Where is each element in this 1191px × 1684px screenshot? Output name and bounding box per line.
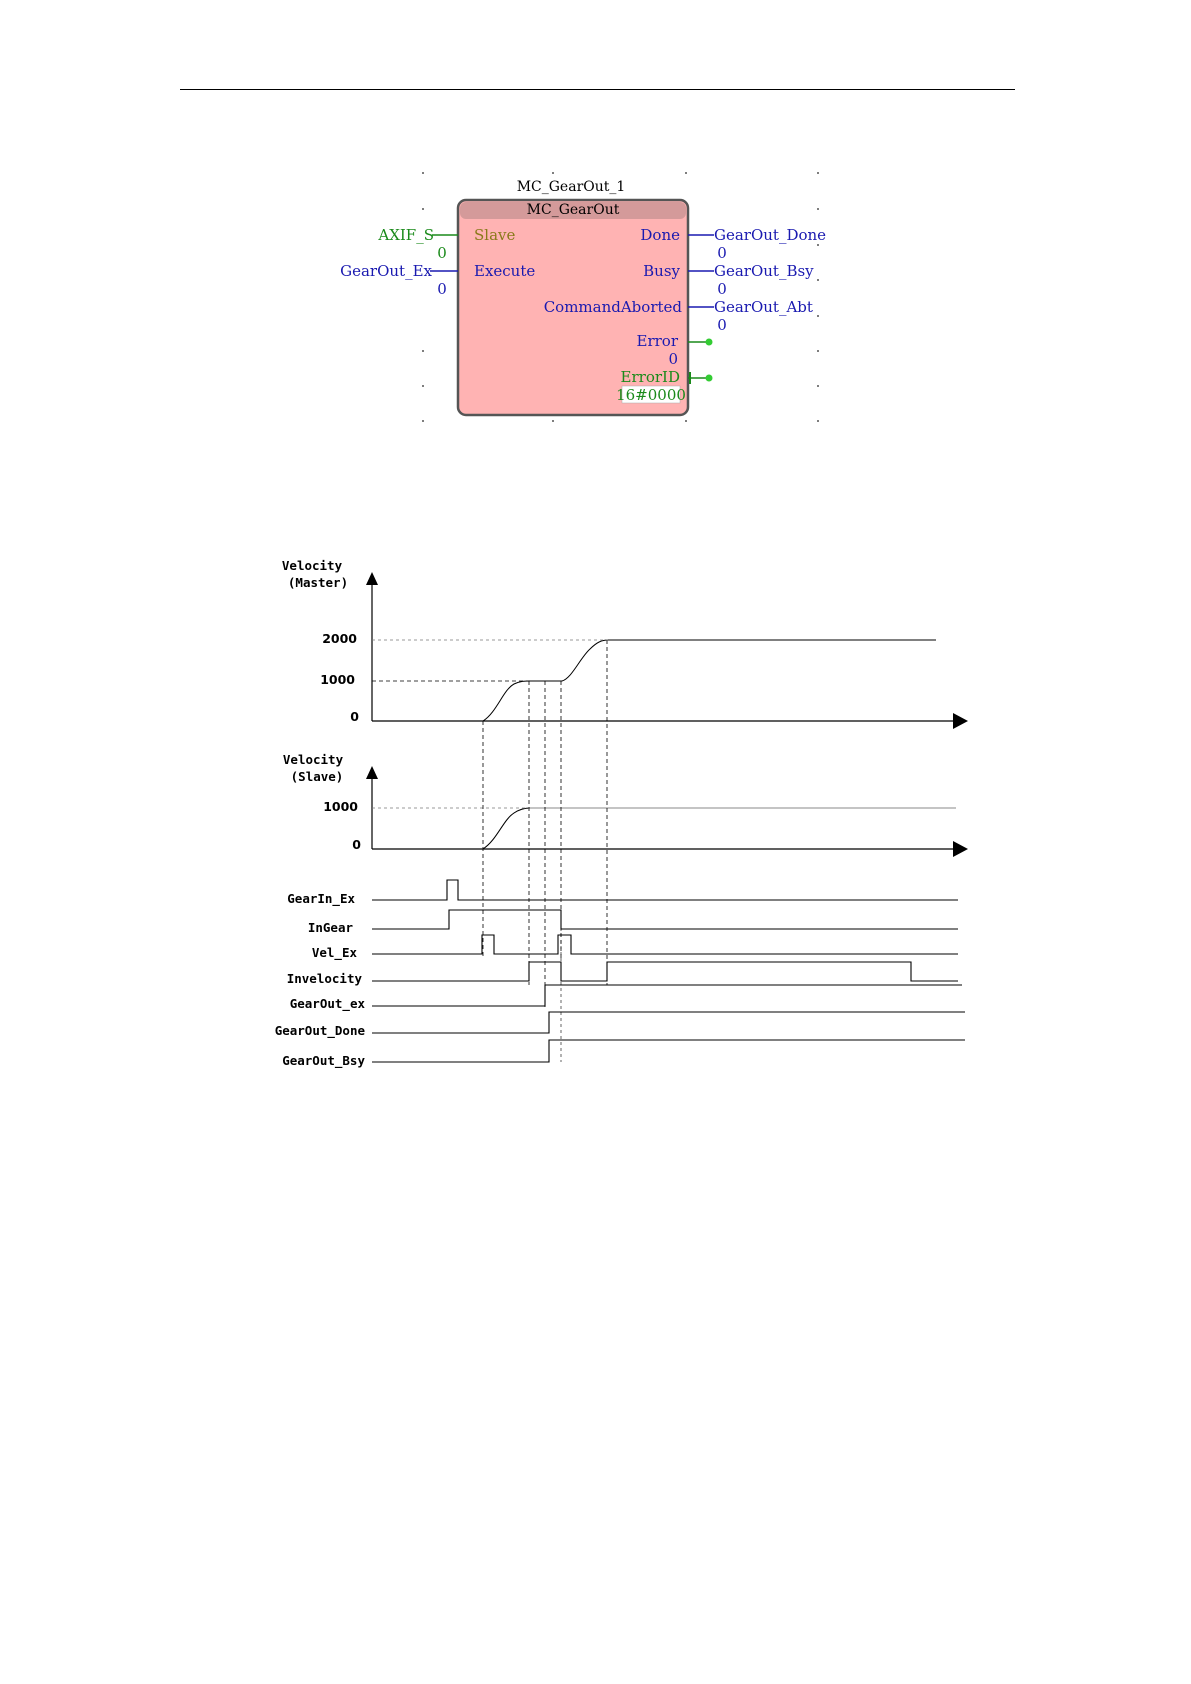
slave-tick-1000: 1000 — [323, 799, 358, 814]
slave-axis-label-1: Velocity — [283, 752, 344, 767]
slave-tick-0: 0 — [352, 837, 361, 852]
master-tick-1000: 1000 — [320, 672, 355, 687]
master-velocity-curve — [483, 640, 936, 721]
wave-gearout-done — [372, 1012, 965, 1033]
wave-ingear — [372, 910, 958, 929]
master-axes — [372, 578, 960, 721]
master-guides — [372, 640, 608, 681]
signal-label-invelocity: Invelocity — [287, 971, 363, 986]
wave-invelocity — [372, 962, 958, 981]
master-axis-label-2: (Master) — [288, 575, 348, 590]
signal-label-gearout-done: GearOut_Done — [275, 1023, 366, 1039]
signal-waveforms — [372, 880, 965, 1062]
signal-label-vel-ex: Vel_Ex — [312, 945, 358, 961]
slave-velocity-curve — [483, 808, 956, 849]
slave-x-arrow-icon — [953, 841, 968, 857]
wave-gearout-bsy — [372, 1040, 965, 1062]
signal-label-gearout-bsy: GearOut_Bsy — [282, 1053, 365, 1069]
master-x-arrow-icon — [953, 713, 968, 729]
master-tick-2000: 2000 — [322, 631, 357, 646]
slave-axis-label-2: (Slave) — [291, 769, 344, 784]
signal-label-gearout-ex: GearOut_ex — [290, 996, 366, 1012]
master-tick-0: 0 — [350, 709, 359, 724]
master-y-arrow-icon — [366, 572, 378, 585]
slave-axes — [372, 772, 960, 849]
signal-label-ingear: InGear — [308, 920, 354, 935]
wave-gearout-ex — [372, 985, 962, 1006]
signal-label-gearin-ex: GearIn_Ex — [287, 891, 355, 907]
wave-vel-ex — [372, 935, 958, 954]
wave-gearin-ex — [372, 880, 958, 900]
slave-y-arrow-icon — [366, 766, 378, 779]
master-axis-label-1: Velocity — [282, 558, 343, 573]
